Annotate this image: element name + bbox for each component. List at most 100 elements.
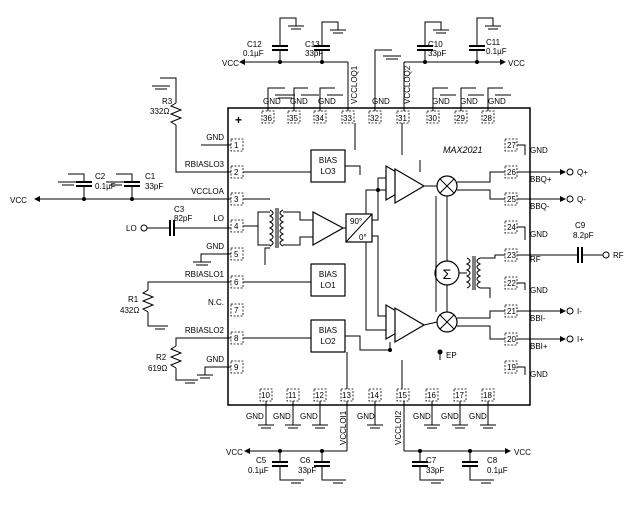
pin-num: 23 (507, 251, 516, 260)
pin-28 (481, 110, 495, 124)
pin-num: 27 (507, 141, 516, 150)
pin-7 (230, 303, 244, 317)
r2-label: R2 (156, 353, 167, 362)
c10-label: C10 (428, 40, 443, 49)
c5-value: 0.1µF (248, 466, 269, 475)
r1-value: 432Ω (120, 306, 139, 315)
c13-label: C13 (305, 40, 320, 49)
pin-num: 6 (234, 278, 239, 287)
pin-name: BBQ+ (530, 175, 552, 184)
c12-value: 0.1µF (243, 49, 264, 58)
pin-name: GND (441, 412, 459, 421)
top-external (239, 17, 511, 111)
vcc-bottom-right: VCC (514, 448, 531, 457)
c2-value: 0.1µF (95, 182, 116, 191)
c5-label: C5 (256, 456, 267, 465)
c1-value: 33pF (145, 182, 163, 191)
phase-90-label: 90° (350, 217, 362, 226)
lo-input-label: LO (126, 224, 137, 233)
pin-num: 29 (456, 114, 465, 123)
i-amplifier-front (394, 306, 426, 344)
bias-lo2-label: BIAS (319, 326, 337, 335)
pin-name: GND (357, 412, 375, 421)
c8-label: C8 (487, 456, 498, 465)
pin-name: RF (530, 255, 541, 264)
q-mixer (436, 175, 458, 197)
pin-name: GND (290, 97, 308, 106)
pin-num: 20 (507, 335, 516, 344)
pin-name: RBIASLO2 (185, 326, 225, 335)
bottom-pins: 10 11 12 13 14 15 16 17 18 GND GND GND V… (246, 388, 495, 445)
right-pins: 27 26 25 24 23 22 21 20 19 GND BBQ+ BBQ-… (504, 138, 552, 379)
c6-value: 33pF (298, 466, 316, 475)
bias-lo3-block (310, 149, 346, 183)
pin-num: 25 (507, 195, 516, 204)
pin-num: 4 (234, 222, 239, 231)
pin-num: 21 (507, 307, 516, 316)
pin-33 (341, 110, 355, 124)
pin-name: GND (300, 412, 318, 421)
pin-name: VCCLOI2 (394, 410, 403, 445)
pin-name: GND (372, 97, 390, 106)
i-mixer (436, 311, 458, 333)
pin-name: VCCLOA (191, 187, 225, 196)
left-external (34, 77, 231, 384)
pin-name: BBI- (530, 314, 546, 323)
pin-name: LO (213, 214, 224, 223)
pin-num: 34 (315, 114, 324, 123)
pin-num: 12 (315, 391, 324, 400)
lo-amplifier (312, 211, 345, 247)
pin-name: GND (206, 242, 224, 251)
pin-30 (426, 110, 440, 124)
pin-name: GND (530, 286, 548, 295)
bottom-external (244, 401, 511, 484)
c10-value: 33pF (428, 49, 446, 58)
vcc-top-right: VCC (508, 59, 525, 68)
pin-num: 9 (234, 363, 239, 372)
pin-34 (313, 110, 327, 124)
right-external (517, 144, 610, 375)
pin-num: 26 (507, 168, 516, 177)
r1-label: R1 (128, 295, 139, 304)
pin-num: 35 (289, 114, 298, 123)
c3-label: C3 (174, 205, 185, 214)
pin-name: RBIASLO1 (185, 270, 225, 279)
pin-name: GND (469, 412, 487, 421)
pin-name: GND (206, 355, 224, 364)
bias-lo3-label: LO3 (320, 167, 336, 176)
r3-label: R3 (162, 97, 173, 106)
pin-num: 1 (234, 141, 239, 150)
pin-num: 13 (342, 391, 351, 400)
pin-name: N.C. (208, 298, 224, 307)
bias-lo2-block (310, 319, 346, 353)
left-pins: 1 2 3 4 5 6 7 8 9 GND RBIASLO3 VCCLOA LO… (185, 133, 244, 374)
c8-value: 0.1µF (487, 466, 508, 475)
pin-num: 8 (234, 334, 239, 343)
pin-num: 5 (234, 250, 239, 259)
pin-31 (396, 110, 410, 124)
i-plus-label: I+ (577, 335, 584, 344)
pin-name: VCCLOQ2 (403, 65, 412, 104)
r2-value: 619Ω (148, 364, 167, 373)
bias-lo3-label: BIAS (319, 156, 337, 165)
c12-label: C12 (247, 40, 262, 49)
pin-name: GND (246, 412, 264, 421)
pin-36 (261, 110, 275, 124)
bias-lo1-block (310, 263, 346, 297)
pin-name: BBI+ (530, 342, 548, 351)
phase-0-label: 0° (359, 233, 367, 242)
pin-35 (287, 110, 301, 124)
pin-num: 30 (428, 114, 437, 123)
pin-num: 11 (288, 391, 297, 400)
pin-num: 18 (483, 391, 492, 400)
sigma-symbol: Σ (443, 266, 452, 282)
c2-label: C2 (95, 172, 106, 181)
c11-label: C11 (486, 38, 501, 47)
pin-num: 16 (427, 391, 436, 400)
pin-num: 24 (507, 223, 516, 232)
pin-name: GND (432, 97, 450, 106)
bias-lo1-label: LO1 (320, 281, 336, 290)
internal-wires (243, 123, 505, 389)
i-minus-label: I- (577, 307, 582, 316)
